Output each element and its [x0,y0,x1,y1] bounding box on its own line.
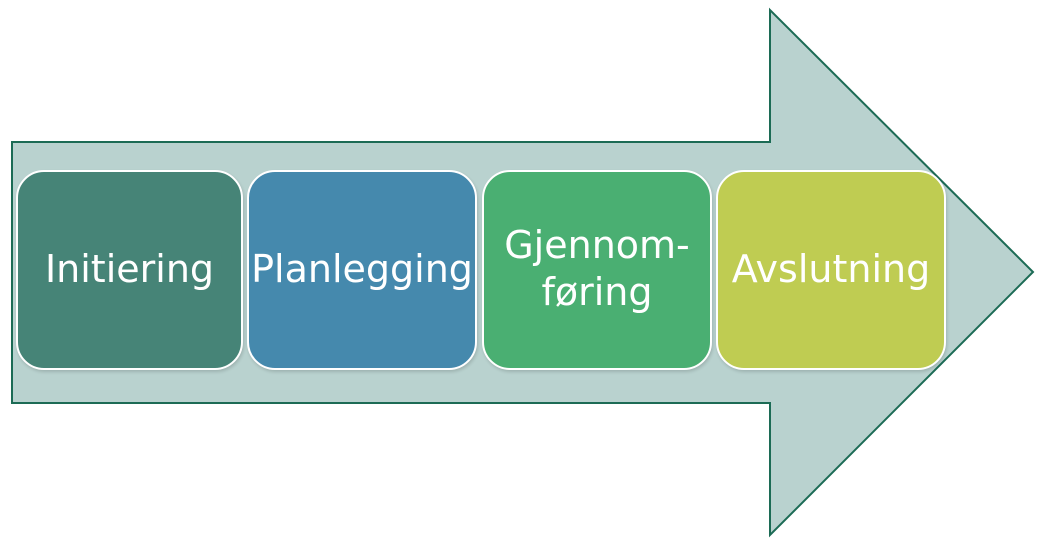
phase-label: Gjennom- føring [504,222,690,315]
phase-box-gjennomforing: Gjennom- føring [482,170,712,370]
phase-box-initiering: Initiering [16,170,243,370]
phase-label: Initiering [44,247,215,292]
phase-label: Avslutning [731,247,931,292]
phase-box-planlegging: Planlegging [247,170,477,370]
phase-box-avslutning: Avslutning [716,170,946,370]
phase-label: Planlegging [251,247,473,292]
